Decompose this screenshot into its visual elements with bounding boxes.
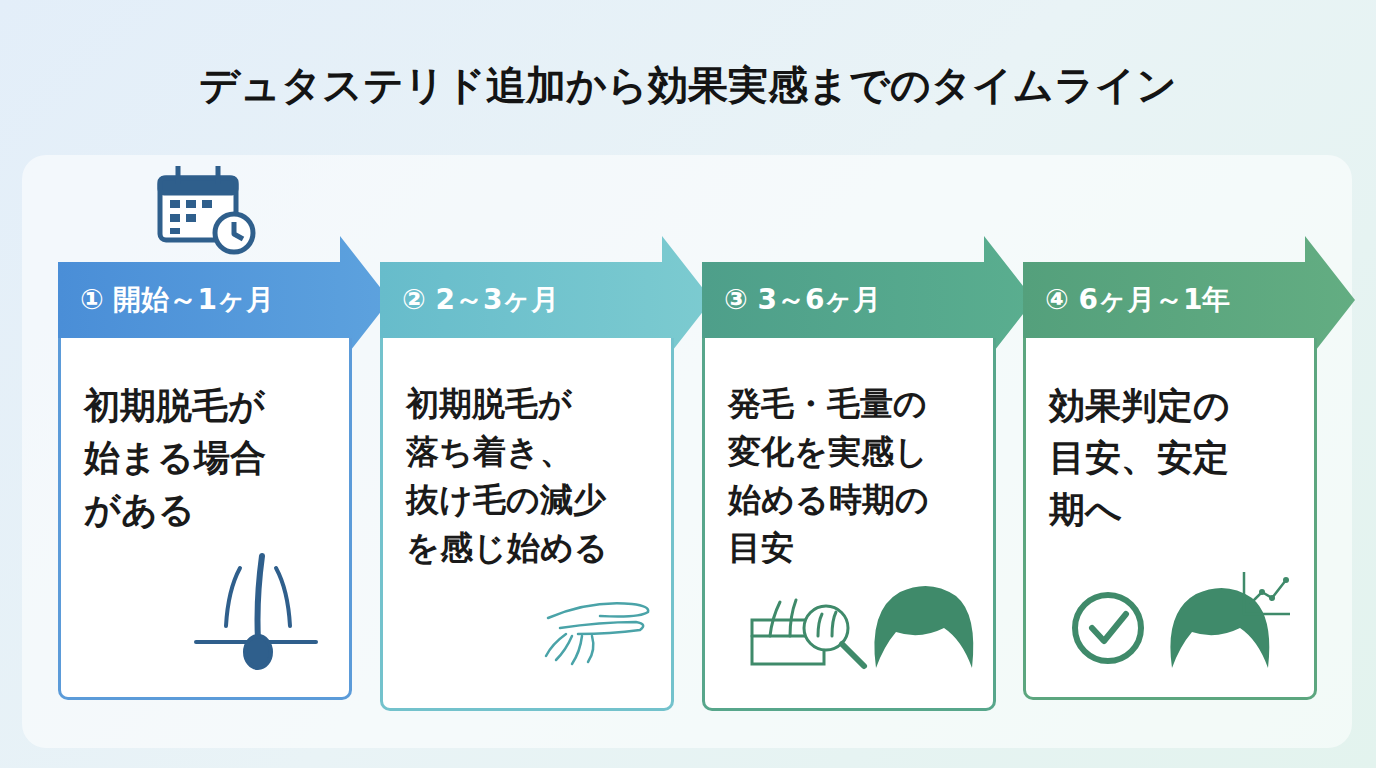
- hair-follicle-icon: [196, 556, 316, 668]
- scalp-magnifier-icon: [752, 600, 864, 666]
- calendar-icon: [160, 166, 253, 252]
- timeline-stage: ② 2～3ヶ月初期脱毛が 落ち着き、 抜け毛の減少 を感じ始める: [380, 236, 674, 711]
- stage-period: ④ 6ヶ月～1年: [1045, 262, 1230, 338]
- stage-period: ② 2～3ヶ月: [402, 262, 559, 338]
- timeline-stage: ④ 6ヶ月～1年効果判定の 目安、安定 期へ: [1023, 236, 1317, 700]
- diagram-title: デュタステリド追加から効果実感までのタイムライン: [0, 58, 1376, 113]
- check-icon: [1075, 595, 1141, 661]
- stage-description: 効果判定の 目安、安定 期へ: [1049, 380, 1297, 537]
- stage-description: 発毛・毛量の 変化を実感し 始める時期の 目安: [728, 380, 976, 571]
- timeline-stage: ③ 3～6ヶ月発毛・毛量の 変化を実感し 始める時期の 目安: [702, 236, 996, 711]
- stage-description: 初期脱毛が 落ち着き、 抜け毛の減少 を感じ始める: [406, 380, 654, 571]
- hair-head-icon: [874, 586, 973, 668]
- hand-hair-icon: [546, 603, 648, 664]
- stage-period: ① 開始～1ヶ月: [80, 262, 274, 338]
- stage-description: 初期脱毛が 始まる場合 がある: [84, 380, 332, 537]
- stage-period: ③ 3～6ヶ月: [724, 262, 881, 338]
- hair-head-chart-icon: [1170, 572, 1290, 668]
- timeline-stage: ① 開始～1ヶ月初期脱毛が 始まる場合 がある: [58, 236, 352, 700]
